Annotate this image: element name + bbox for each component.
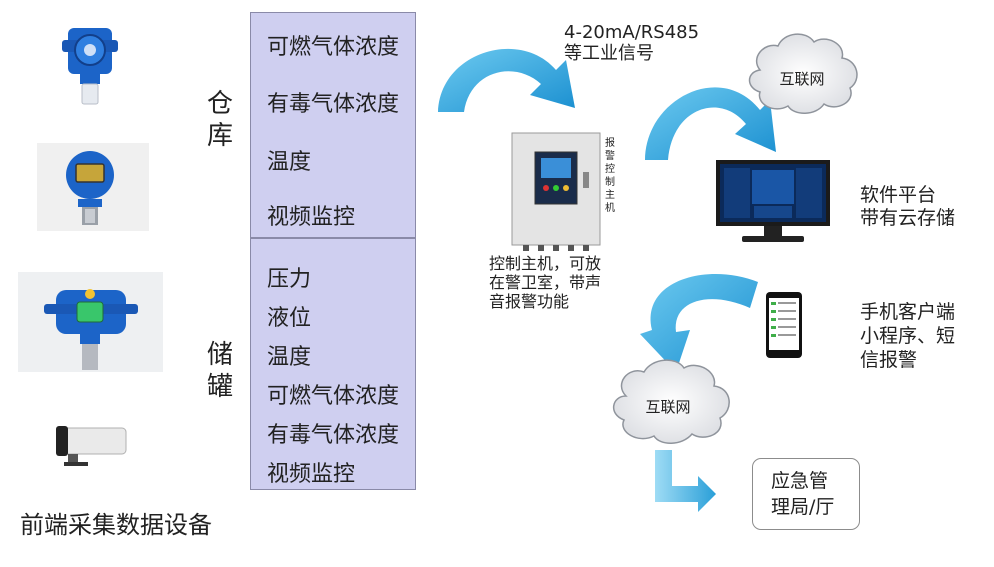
emergency-line2: 理局/厅 [771,496,835,518]
tank-item: 视频监控 [267,462,356,487]
signal-label: 4-20mA/RS485 等工业信号 [564,22,699,64]
controller-panel-char: 警 [605,151,615,162]
controller-panel-text: 报 警 控 制 主 机 [604,137,616,215]
tank-item: 液位 [267,306,312,331]
tank-item: 压力 [267,267,312,292]
controller-note-line: 在警卫室，带声 [489,273,602,292]
phone-icon [766,292,802,358]
controller-panel-char: 制 [605,177,615,188]
tank-panel: 压力 液位 温度 可燃气体浓度 有毒气体浓度 视频监控 [250,238,416,490]
cloud-icon [748,33,858,114]
controller-panel-char: 报 [605,138,615,149]
software-label: 软件平台 带有云存储 [860,184,955,230]
tank-label-line2: 罐 [206,372,233,402]
arrow-icon-4 [655,450,716,512]
controller-note-line: 控制主机，可放 [489,254,602,273]
signal-line1: 4-20mA/RS485 [564,22,700,43]
emergency-line1: 应急管 [771,470,829,492]
gas-detector-icon [55,15,125,107]
monitor-icon [716,160,830,242]
warehouse-label-line1: 仓 [206,89,233,119]
gas-detector-display-icon [37,143,149,231]
warehouse-item: 可燃气体浓度 [267,35,400,60]
warehouse-item: 视频监控 [267,205,356,230]
controller-panel-char: 主 [605,190,615,201]
software-line2: 带有云存储 [860,207,956,229]
arrow-icon-2 [645,87,776,160]
software-line1: 软件平台 [860,184,937,206]
warehouse-panel: 可燃气体浓度 有毒气体浓度 温度 视频监控 [250,12,416,238]
internet-top-label: 互联网 [779,70,825,88]
mobile-line3: 信报警 [860,349,918,371]
mobile-label: 手机客户端 小程序、短 信报警 [860,300,955,372]
tank-label: 储 罐 [205,339,235,403]
tank-item: 有毒气体浓度 [267,423,400,448]
controller-note: 控制主机，可放 在警卫室，带声 音报警功能 [489,254,601,311]
mobile-line1: 手机客户端 [860,301,956,323]
tank-item: 温度 [267,345,312,370]
cloud-icon-2 [613,359,730,444]
warehouse-item: 有毒气体浓度 [267,92,400,117]
tank-item: 可燃气体浓度 [267,384,400,409]
warehouse-label-line2: 库 [206,121,233,151]
emergency-box [752,458,860,530]
warehouse-item: 温度 [267,150,312,175]
arrow-icon-3 [640,273,758,372]
controller-cabinet-icon [511,132,601,251]
controller-note-line: 音报警功能 [489,292,570,311]
internet-bottom-label: 互联网 [645,398,691,416]
mobile-line2: 小程序、短 [860,325,956,347]
tank-label-line1: 储 [206,340,233,370]
controller-panel-char: 机 [605,203,615,214]
signal-line2: 等工业信号 [564,43,654,64]
footer-caption: 前端采集数据设备 [20,511,212,539]
warehouse-label: 仓 库 [205,88,235,152]
emergency-label: 应急管 理局/厅 [771,468,834,520]
camera-icon [56,426,127,466]
controller-panel-char: 控 [605,164,615,175]
arrow-icon [438,48,575,112]
gas-detector-green-display-icon [18,272,163,372]
